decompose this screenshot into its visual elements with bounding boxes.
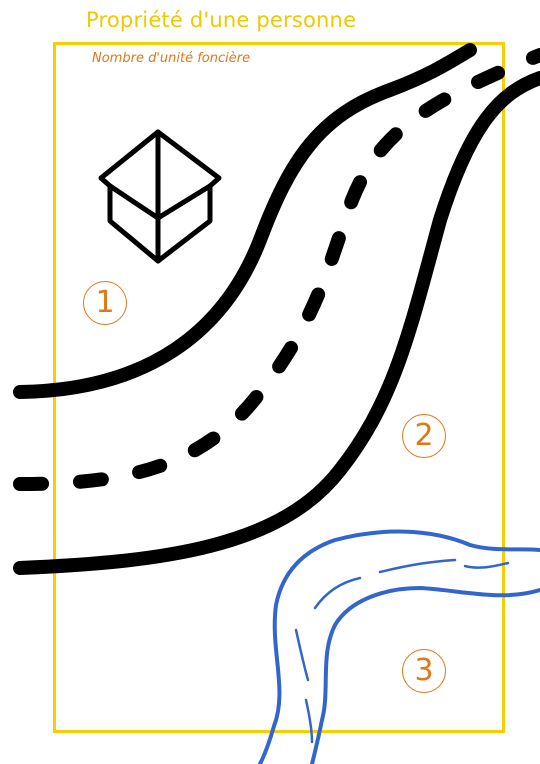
river-inner-line-3 bbox=[315, 578, 360, 608]
river bbox=[260, 532, 540, 764]
parcel-number-2: 2 bbox=[402, 414, 446, 458]
river-inner-line-5 bbox=[306, 700, 312, 742]
page-title: Propriété d'une personne bbox=[86, 8, 356, 32]
parcel-number-3: 3 bbox=[402, 649, 446, 693]
house-icon bbox=[101, 132, 219, 261]
river-inner-line-2 bbox=[465, 563, 508, 568]
river-inner-line-4 bbox=[296, 630, 308, 680]
road-center-line bbox=[20, 55, 540, 484]
parcel-number-1: 1 bbox=[83, 281, 127, 325]
river-inner-line-1 bbox=[380, 560, 455, 572]
page-subtitle: Nombre d'unité foncière bbox=[92, 51, 250, 66]
property-boundary bbox=[55, 44, 504, 732]
